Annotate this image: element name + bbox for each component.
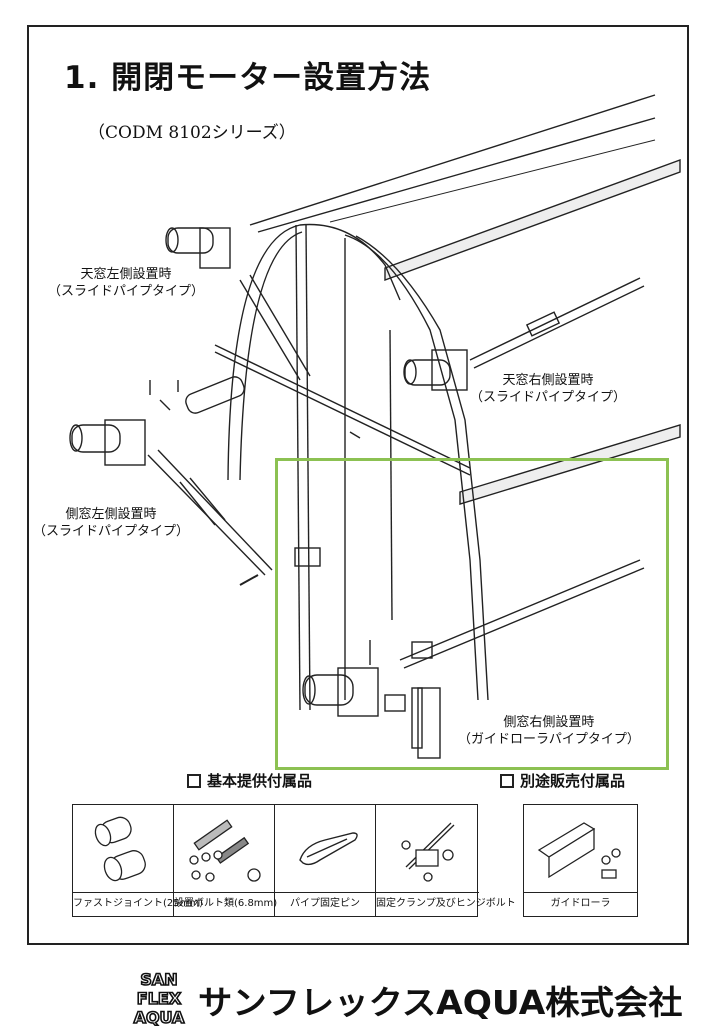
callout-roof-left-line2: （スライドパイプタイプ） xyxy=(48,284,205,299)
standard-accessories-table: ファストジョイント(25mm) 設置ボルト類(6.8mm) パイプ固定ピン xyxy=(72,804,516,917)
svg-text:FLEX: FLEX xyxy=(137,989,182,1008)
accessory-caption: パイプ固定ピン xyxy=(275,892,375,916)
svg-text:SAN: SAN xyxy=(140,970,177,989)
clamp-bolt-icon xyxy=(401,822,455,882)
installation-illustration xyxy=(69,94,681,759)
accessory-cell: パイプ固定ピン xyxy=(275,805,376,916)
standard-accessories-heading-text: 基本提供付属品 xyxy=(207,772,313,790)
accessory-cell: 設置ボルト類(6.8mm) xyxy=(174,805,277,916)
callout-roof-right: 天窓右側設置時 （スライドパイプタイプ） xyxy=(470,372,626,406)
page-title: 1. 開閉モーター設置方法 xyxy=(64,60,432,96)
optional-accessories-heading: 別途販売付属品 xyxy=(500,770,625,791)
callout-side-left-line1: 側窓左側設置時 xyxy=(65,507,157,522)
callout-roof-left-line1: 天窓左側設置時 xyxy=(80,267,172,282)
square-bullet-icon xyxy=(187,773,201,788)
accessory-cell: ファストジョイント(25mm) xyxy=(73,805,203,916)
page-subtitle: （CODM 8102シリーズ） xyxy=(88,123,296,143)
callout-side-right-line2: （ガイドローラパイプタイプ） xyxy=(458,732,640,747)
callout-side-right-line1: 側窓右側設置時 xyxy=(503,715,595,730)
accessory-caption: ファストジョイント(25mm) xyxy=(73,892,203,916)
accessory-caption: 固定クランプ及びヒンジボルト xyxy=(376,892,516,916)
accessory-cell: 固定クランプ及びヒンジボルト xyxy=(376,805,516,916)
callout-side-left-line2: （スライドパイプタイプ） xyxy=(33,524,190,539)
accessory-cell: ガイドローラ xyxy=(524,805,637,916)
optional-accessories-heading-text: 別途販売付属品 xyxy=(520,772,626,790)
fast-joint-icon xyxy=(94,816,146,882)
square-bullet-icon xyxy=(500,773,514,788)
side-right-highlight-box xyxy=(275,458,669,770)
bolt-set-icon xyxy=(189,819,261,882)
company-name: サンフレックスAQUA株式会社 xyxy=(198,983,683,1022)
accessory-caption: 設置ボルト類(6.8mm) xyxy=(174,892,277,916)
svg-text:AQUA: AQUA xyxy=(134,1008,185,1027)
callout-side-left: 側窓左側設置時 （スライドパイプタイプ） xyxy=(33,506,189,540)
callout-roof-right-line2: （スライドパイプタイプ） xyxy=(470,390,627,405)
sanflex-aqua-logo: SAN FLEX AQUA xyxy=(128,968,190,1028)
accessory-caption: ガイドローラ xyxy=(524,892,637,916)
callout-roof-right-line1: 天窓右側設置時 xyxy=(502,373,594,388)
callout-side-right: 側窓右側設置時 （ガイドローラパイプタイプ） xyxy=(458,714,640,748)
callout-roof-left: 天窓左側設置時 （スライドパイプタイプ） xyxy=(48,266,204,300)
optional-accessories-table: ガイドローラ xyxy=(523,804,638,917)
page-frame xyxy=(27,25,689,945)
guide-roller-icon xyxy=(537,822,621,879)
pipe-pin-icon xyxy=(299,832,358,866)
standard-accessories-heading: 基本提供付属品 xyxy=(187,770,312,791)
